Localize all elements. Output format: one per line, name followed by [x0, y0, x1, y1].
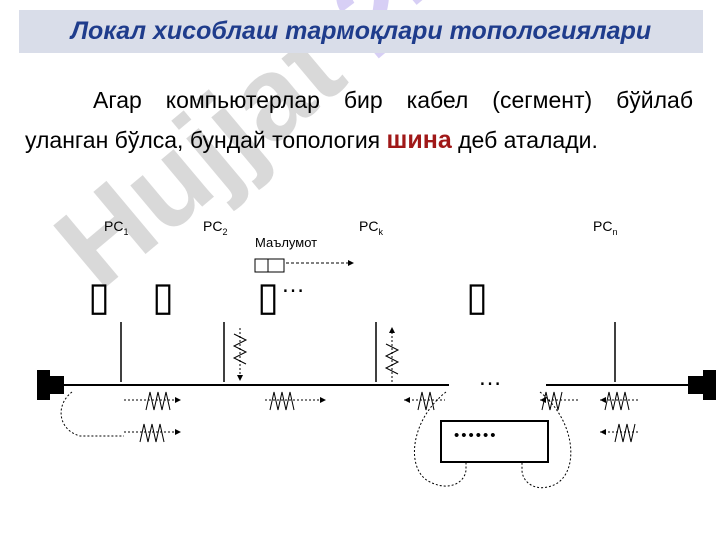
path-to-ellipsis-box-right	[521, 391, 572, 489]
terminator-left	[37, 370, 64, 400]
ellipsis-box-dots: ••••••	[454, 427, 498, 444]
data-flow-arrowhead	[348, 260, 354, 266]
paragraph-text-before: Агар компьютерлар бир кабел (сегмент) бў…	[25, 87, 693, 153]
pc-label-1: PC1	[104, 218, 128, 237]
wave-signal-4	[404, 391, 445, 411]
pc-label-k: PCk	[359, 218, 383, 237]
page-title: Локал хисоблаш тармоқлари топологиялари	[70, 17, 652, 45]
computer-icon-k: ▯	[257, 275, 279, 319]
path-to-ellipsis-box-left	[413, 391, 467, 487]
term-highlight: шина	[386, 126, 452, 154]
computer-icon-1: ▯	[88, 275, 110, 319]
wave-signal-2	[124, 423, 181, 443]
ellipsis-bus: …	[478, 364, 502, 391]
wave-signal-6	[600, 391, 640, 411]
pc-label-2: PC2	[203, 218, 227, 237]
data-label: Маълумот	[255, 235, 317, 250]
ellipsis-top: …	[281, 271, 305, 298]
data-packet	[254, 258, 285, 273]
paragraph-text-after: деб аталади.	[458, 127, 598, 153]
pc-label-n: PCn	[593, 218, 617, 237]
reflection-path-left	[60, 391, 124, 437]
signal-up-pck	[384, 327, 400, 382]
ellipsis-box	[440, 420, 549, 463]
signal-down-pc2	[232, 328, 248, 381]
wave-signal-5	[540, 391, 580, 411]
wave-signal-3	[265, 391, 326, 411]
terminator-right	[688, 370, 716, 400]
wave-signal-1	[124, 391, 181, 411]
description-paragraph: Агар компьютерлар бир кабел (сегмент) бў…	[25, 80, 693, 160]
computer-icon-2: ▯	[152, 275, 174, 319]
wave-signal-7	[600, 423, 640, 443]
title-bar: Локал хисоблаш тармоқлари топологиялари	[19, 10, 703, 53]
computer-icon-n: ▯	[466, 275, 488, 319]
